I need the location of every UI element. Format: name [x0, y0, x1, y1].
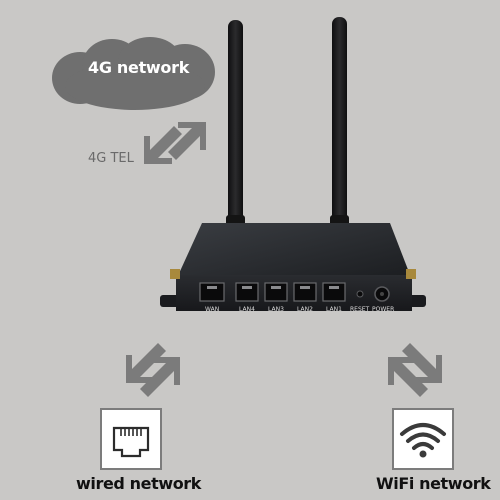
ethernet-port-icon: [100, 408, 162, 470]
port-label-lan2: LAN2: [297, 306, 313, 313]
antenna-right: [330, 17, 349, 235]
4g-network-cloud: [52, 37, 215, 110]
antenna-left: [226, 20, 245, 235]
cloud-label: 4G network: [88, 58, 190, 77]
port-label-wan: WAN: [205, 306, 219, 313]
wired-network-label: wired network: [76, 474, 202, 493]
wired-arrows-icon: [126, 343, 180, 397]
tel-label: 4G TEL: [88, 151, 134, 166]
port-label-lan1: LAN1: [326, 306, 342, 313]
4g-tel-arrows-icon: [144, 122, 206, 164]
wifi-arrows-icon: [388, 343, 442, 397]
router-image: WAN LAN4 LAN3 LAN2 LAN1 RESET POWER: [160, 17, 426, 313]
power-label: POWER: [372, 306, 394, 313]
reset-label: RESET: [350, 306, 370, 313]
wifi-icon: [392, 408, 454, 470]
port-label-lan3: LAN3: [268, 306, 284, 313]
port-label-lan4: LAN4: [239, 306, 255, 313]
wifi-network-label: WiFi network: [376, 474, 491, 493]
